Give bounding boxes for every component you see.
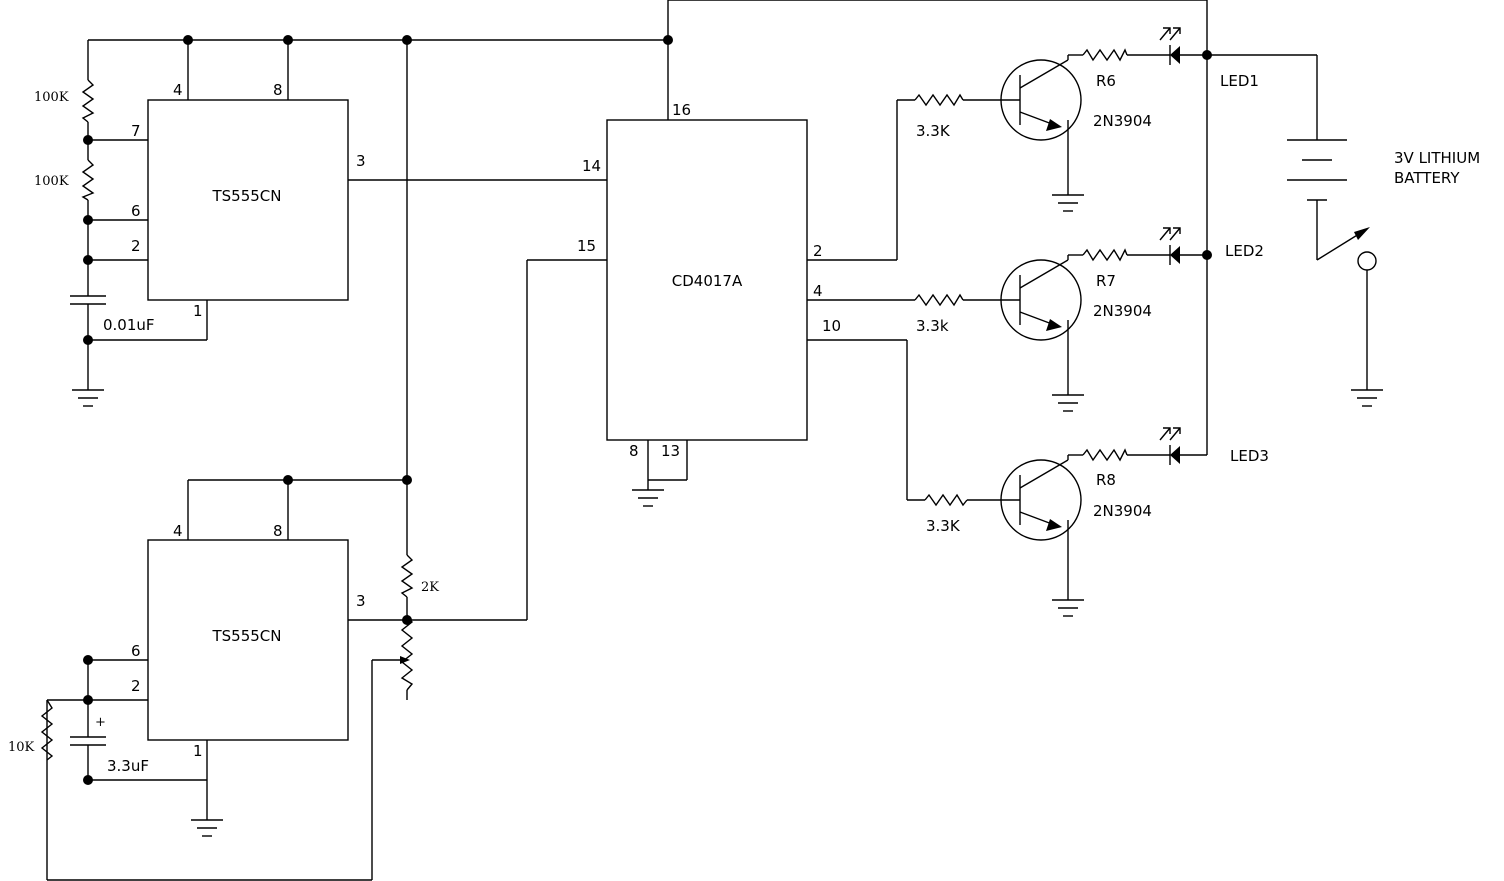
resistor-100k-top-label: 100K: [34, 90, 69, 105]
resistor-100k-top: [81, 79, 95, 123]
timer1-pin-7: 7: [131, 122, 141, 140]
resistor-r7-label: R7: [1096, 272, 1116, 290]
timer1-pin-6: 6: [131, 202, 141, 220]
resistor-2k: [400, 554, 414, 598]
transistor-q1: [1000, 55, 1082, 141]
led-1: [1159, 27, 1181, 65]
timer2-pin-2: 2: [131, 677, 141, 695]
resistor-100k-mid: [81, 159, 95, 201]
resistor-10k-label: 10K: [8, 740, 35, 755]
timer1-pin-2: 2: [131, 237, 141, 255]
counter-pin-4: 4: [813, 282, 823, 300]
counter-name: CD4017A: [672, 272, 743, 290]
timer2-pin-8: 8: [273, 522, 283, 540]
potentiometer: [400, 614, 414, 691]
timer1-pin-3: 3: [356, 152, 366, 170]
timer2-pin-1: 1: [193, 742, 203, 760]
counter-pin-14: 14: [582, 157, 601, 175]
pot-wiper-arrow: [400, 656, 410, 664]
resistor-r7: [1082, 248, 1128, 262]
timer1-chip: [147, 99, 349, 301]
timer1-name: TS555CN: [211, 187, 281, 205]
battery-label-line1: 3V LITHIUM: [1394, 149, 1480, 167]
counter-pin-15: 15: [577, 237, 596, 255]
resistor-base-3: [924, 493, 968, 507]
timer2-pin-3: 3: [356, 592, 366, 610]
battery-label-line2: BATTERY: [1394, 169, 1460, 187]
resistor-base-2-label: 3.3k: [916, 317, 949, 335]
timer1-pin-1: 1: [193, 302, 203, 320]
timer2-pin-6: 6: [131, 642, 141, 660]
capacitor-timer1-label: 0.01uF: [103, 316, 155, 334]
transistor-q2-label: 2N3904: [1093, 302, 1152, 320]
counter-chip: [606, 119, 808, 441]
capacitors: [70, 295, 106, 746]
transistor-q1-label: 2N3904: [1093, 112, 1152, 130]
resistor-r8: [1082, 448, 1128, 462]
resistor-base-1: [914, 93, 964, 107]
resistors: [40, 48, 1128, 761]
switch: [1316, 227, 1377, 271]
counter-pin-8: 8: [629, 442, 639, 460]
transistor-q3: [1000, 455, 1082, 541]
resistor-10k: [40, 699, 54, 761]
resistor-r6-label: R6: [1096, 72, 1116, 90]
counter-pin-16: 16: [672, 101, 691, 119]
transistor-q2: [1000, 255, 1082, 341]
counter-pin-10: 10: [822, 317, 841, 335]
capacitor-plus-mark: +: [95, 715, 106, 730]
capacitor-timer2-label: 3.3uF: [107, 757, 149, 775]
led-2: [1159, 227, 1181, 265]
resistor-base-2: [914, 293, 964, 307]
battery: [1287, 139, 1347, 201]
counter-pin-13: 13: [661, 442, 680, 460]
timer2-pin-4: 4: [173, 522, 183, 540]
junctions: [83, 35, 1212, 785]
resistor-r8-label: R8: [1096, 471, 1116, 489]
led-3: [1159, 427, 1181, 465]
transistor-q3-label: 2N3904: [1093, 502, 1152, 520]
resistor-r6: [1082, 48, 1128, 62]
counter-pin-2: 2: [813, 242, 823, 260]
led-1-label: LED1: [1220, 72, 1259, 90]
resistor-base-1-label: 3.3K: [916, 122, 951, 140]
timer1-pin-4: 4: [173, 81, 183, 99]
timer2-name: TS555CN: [211, 627, 281, 645]
led-2-label: LED2: [1225, 242, 1264, 260]
resistor-2k-label: 2K: [421, 580, 439, 595]
resistor-100k-mid-label: 100K: [34, 174, 69, 189]
timer2-chip: [147, 539, 349, 741]
led-3-label: LED3: [1230, 447, 1269, 465]
timer1-pin-8: 8: [273, 81, 283, 99]
resistor-base-3-label: 3.3K: [926, 517, 961, 535]
